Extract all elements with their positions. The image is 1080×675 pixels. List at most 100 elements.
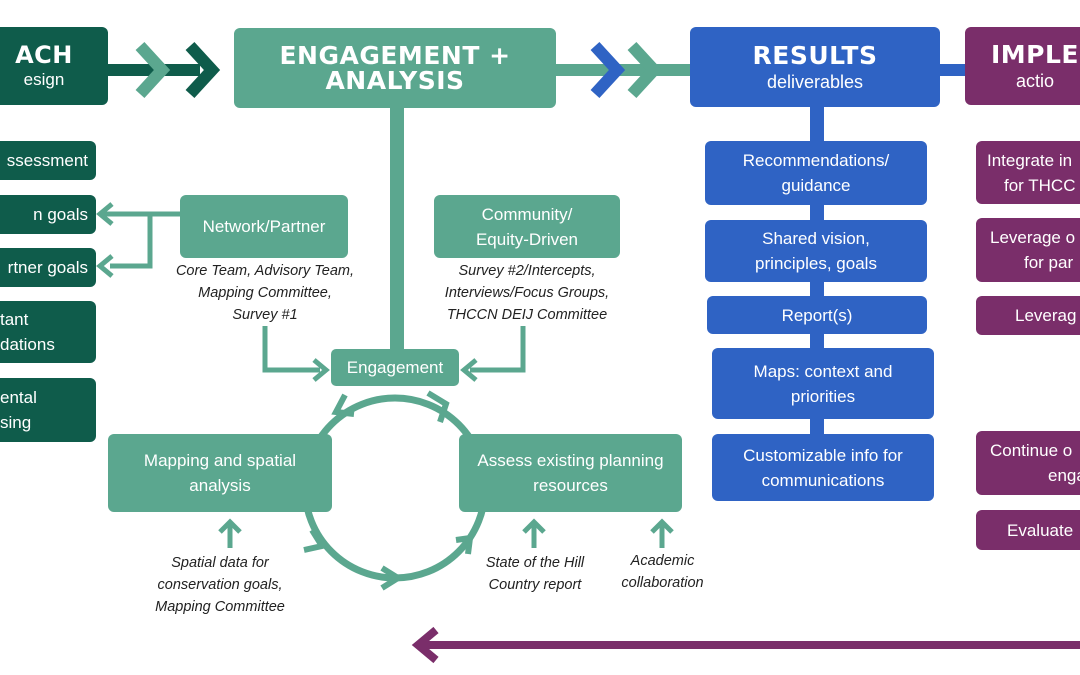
community-notes: Survey #2/Intercepts, Interviews/Focus G… [422,260,632,326]
note-line: State of the Hill [485,555,585,571]
chevron-teal-icon [627,41,663,99]
arrow-left-purple-icon [411,626,439,664]
arrow-up-icon [218,518,242,548]
community-line: Equity-Driven [475,229,579,249]
community-box: Community/ Equity-Driven [434,195,620,258]
result-line: priorities [790,386,856,406]
engagement-title: ENGAGEMENT + ANALYSIS [279,41,511,95]
approach-item-recommendations: tant dations [0,301,96,363]
chevron-left-teal-icon [135,41,171,99]
community-to-engagement [470,326,526,373]
approach-item-environmental: ental sing [0,378,96,442]
network-partner-box: Network/Partner [180,195,348,258]
assess-box: Assess existing planning resources [459,434,682,512]
impl-item-leverage-2: Leverag [976,296,1080,335]
engagement-header: ENGAGEMENT + ANALYSIS [234,28,556,108]
result-line: Report(s) [781,305,853,325]
engagement-hub-label: Engagement [346,358,444,377]
result-line: guidance [781,176,851,195]
note-line: Mapping Committee, [198,285,332,301]
note-line: collaboration [621,575,704,591]
mapping-line: analysis [189,476,251,495]
community-line: Community/ [481,204,573,224]
engagement-hub: Engagement [331,349,459,386]
network-partner-label: Network/Partner [202,217,326,236]
approach-item-line: ssessment [6,151,88,170]
results-header: RESULTS deliverables [690,27,940,107]
approach-item-partner-goals: rtner goals [0,248,96,287]
approach-item-line: ental [0,388,37,407]
cycle-ring [301,394,489,582]
result-line: communications [761,470,885,490]
approach-item-goals: n goals [0,195,96,234]
approach-item-line: dations [0,335,55,354]
approach-title: ACH [15,41,73,69]
approach-header: ACH esign [0,27,108,105]
approach-item-line: rtner goals [7,258,88,277]
note-line: Core Team, Advisory Team, [175,263,355,279]
cycle-arrow-icon [455,534,474,555]
mapping-line: Mapping and spatial [143,451,297,470]
result-line: Recommendations/ [742,151,890,170]
chevron-right-dark-icon [185,41,221,99]
impl-line: Leverag [1015,306,1077,325]
impl-item-leverage-1: Leverage o for par [976,218,1080,282]
implementation-subtitle: actio [1015,71,1055,91]
impl-line: engag [1048,466,1080,485]
note-line: conservation goals, [157,577,283,593]
chevron-blue-icon [590,41,626,99]
impl-line: for par [1024,253,1074,272]
approach-item-line: tant [0,310,29,329]
cycle-arrow-icon [303,528,327,553]
academic-notes: Academic collaboration [605,550,720,594]
flow-bar-approach [100,64,200,76]
impl-line: for THCC [1004,175,1076,195]
results-title: RESULTS [752,41,878,70]
network-to-engagement [262,326,320,373]
arrow-left-icon [460,358,478,382]
implementation-title: IMPLE [990,40,1079,69]
note-line: Survey #2/Intercepts, [458,263,596,279]
result-line: principles, goals [755,254,877,273]
mapping-notes: Spatial data for conservation goals, Map… [120,552,320,618]
arrow-right-icon [312,358,330,382]
cycle-arrow-icon [380,565,404,591]
result-line: Shared vision, [762,229,870,248]
arrow-left-icon [96,254,114,278]
note-line: Interviews/Focus Groups, [444,285,610,301]
network-notes: Core Team, Advisory Team, Mapping Commit… [160,260,370,326]
mapping-box: Mapping and spatial analysis [108,434,332,512]
note-line: Academic [630,553,695,569]
note-line: Survey #1 [232,307,298,323]
result-recommendations: Recommendations/ guidance [705,141,927,205]
impl-item-integrate: Integrate in for THCC [976,141,1080,204]
result-maps: Maps: context and priorities [712,348,934,419]
cycle-arrow-icon [331,393,355,417]
implementation-header: IMPLE actio [965,27,1080,105]
cycle-arrow-icon [426,390,450,423]
impl-item-continue: Continue o engag [976,431,1080,495]
arrow-up-icon [650,518,674,548]
network-branch [110,211,180,269]
assess-line: resources [533,476,608,495]
assess-line: Assess existing planning [477,451,664,470]
approach-item-assessment: ssessment [0,141,96,180]
impl-line: Evaluate [1007,520,1074,540]
approach-item-line: sing [0,413,32,432]
trunk-line [390,106,404,350]
results-subtitle: deliverables [766,72,864,92]
arrow-up-icon [522,518,546,548]
result-reports: Report(s) [707,296,927,334]
impl-item-evaluate: Evaluate [976,510,1080,550]
result-line: Customizable info for [743,445,903,465]
approach-item-line: n goals [33,205,88,224]
result-shared-vision: Shared vision, principles, goals [705,220,927,282]
note-line: THCCN DEIJ Committee [446,307,608,323]
impl-line: Continue o [990,441,1073,460]
arrow-left-icon [96,202,114,226]
result-customizable-info: Customizable info for communications [712,434,934,501]
note-line: Country report [488,577,582,593]
result-line: Maps: context and [753,361,893,381]
impl-line: Integrate in [987,150,1073,170]
approach-subtitle: esign [23,70,65,89]
